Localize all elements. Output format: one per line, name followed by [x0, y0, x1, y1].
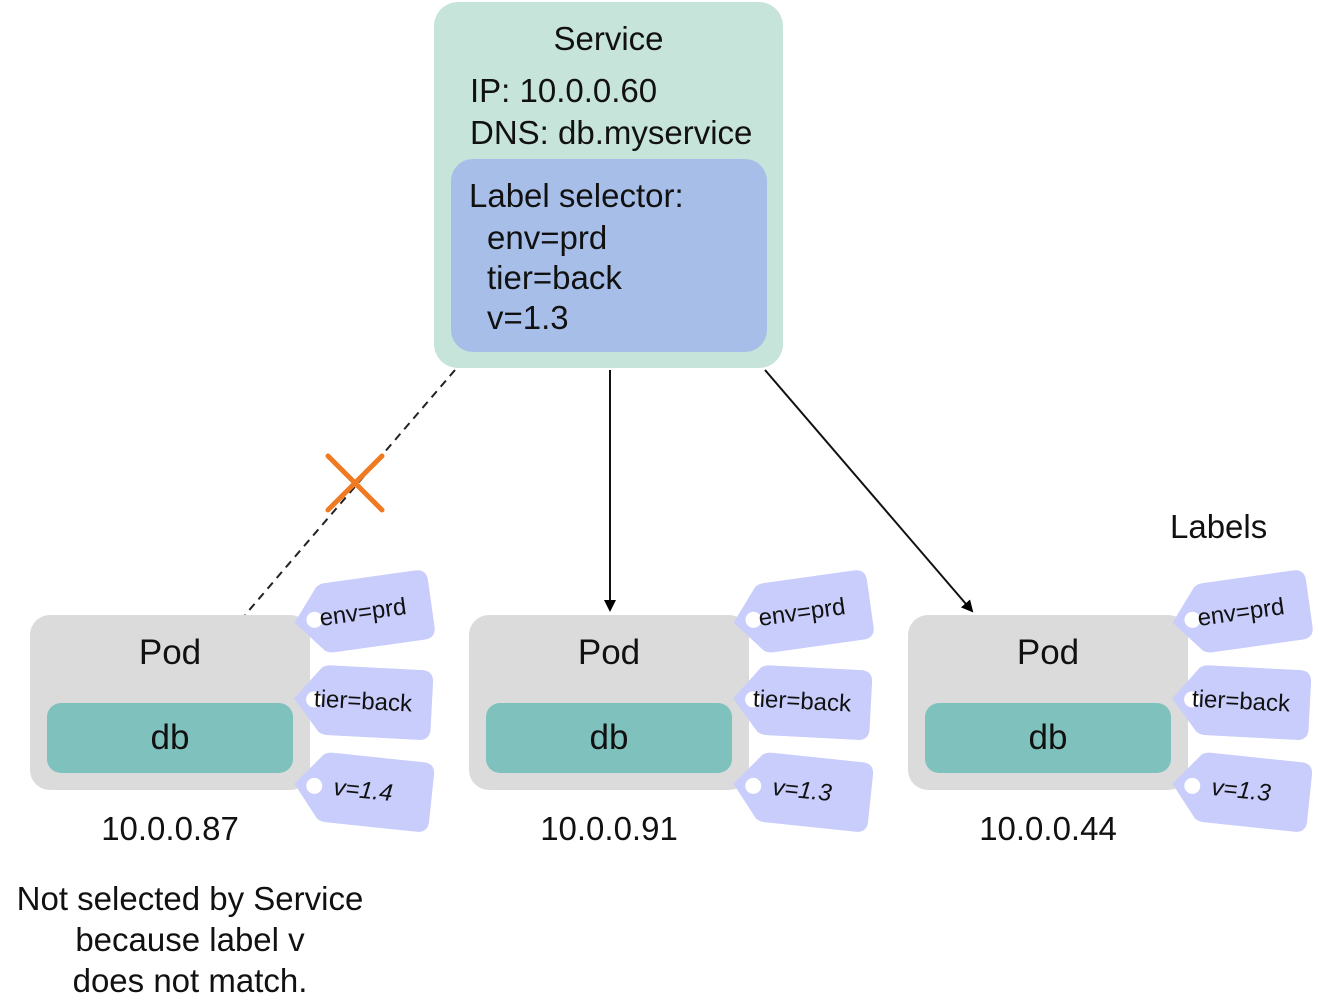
not-selected-note: Not selected by Service because label v …: [0, 878, 380, 1001]
tag-text: tier=back: [1191, 685, 1291, 718]
label-tag: v=1.3: [730, 749, 875, 833]
reject-x-icon: [325, 453, 385, 513]
label-tag: tier=back: [1170, 663, 1312, 740]
service-ip: IP: 10.0.0.60: [470, 72, 658, 109]
tag-icon: [1172, 665, 1312, 740]
db-container: db: [47, 703, 293, 773]
pod-ip: 10.0.0.87: [101, 810, 239, 847]
tag-icon: [733, 752, 874, 832]
pod-3: Pod db: [908, 615, 1188, 790]
tag-icon: [294, 570, 435, 653]
tag-icon: [733, 570, 874, 653]
db-container: db: [486, 703, 732, 773]
selector-version: v=1.3: [487, 299, 569, 336]
label-tag: env=prd: [1168, 569, 1314, 658]
tag-icon: [1172, 570, 1313, 653]
label-tag: v=1.3: [1169, 749, 1314, 833]
note-line: does not match.: [72, 962, 308, 999]
db-container: db: [925, 703, 1171, 773]
service-box: Service IP: 10.0.0.60 DNS: db.myservice …: [434, 2, 783, 368]
tag-text: v=1.4: [332, 773, 394, 808]
tag-text: tier=back: [752, 685, 852, 718]
pod-1: Pod db: [30, 615, 310, 790]
service-title: Service: [553, 20, 664, 57]
rejected-connector: [244, 369, 456, 616]
tag-icon: [294, 752, 435, 832]
pod-title: Pod: [577, 633, 641, 672]
labels-caption: Labels: [1170, 508, 1268, 545]
label-tag: v=1.4: [291, 749, 436, 833]
label-tag: tier=back: [731, 663, 873, 740]
tag-text: v=1.3: [771, 773, 833, 808]
pod-ip: 10.0.0.44: [979, 810, 1117, 847]
tag-icon: [733, 665, 873, 740]
tag-text: v=1.3: [1210, 773, 1272, 808]
tag-text: tier=back: [313, 685, 413, 718]
note-line: Not selected by Service: [16, 880, 364, 917]
pod-title: Pod: [1016, 633, 1080, 672]
tag-icon: [294, 665, 434, 740]
label-selector-box: Label selector: env=prd tier=back v=1.3: [451, 159, 767, 352]
selector-tier: tier=back: [487, 259, 622, 296]
tag-icon: [1172, 752, 1313, 832]
arrow-to-pod-3: [764, 369, 974, 613]
label-tag: tier=back: [292, 663, 434, 740]
label-tag: env=prd: [729, 569, 875, 658]
service-dns: DNS: db.myservice: [470, 114, 753, 151]
pod-2: Pod db: [469, 615, 749, 790]
label-selector-heading: Label selector:: [469, 177, 684, 214]
pod-ip: 10.0.0.91: [540, 810, 678, 847]
selector-env: env=prd: [487, 219, 608, 256]
label-tag: env=prd: [290, 569, 436, 658]
pod-title: Pod: [138, 633, 202, 672]
note-line: because label v: [75, 921, 305, 958]
